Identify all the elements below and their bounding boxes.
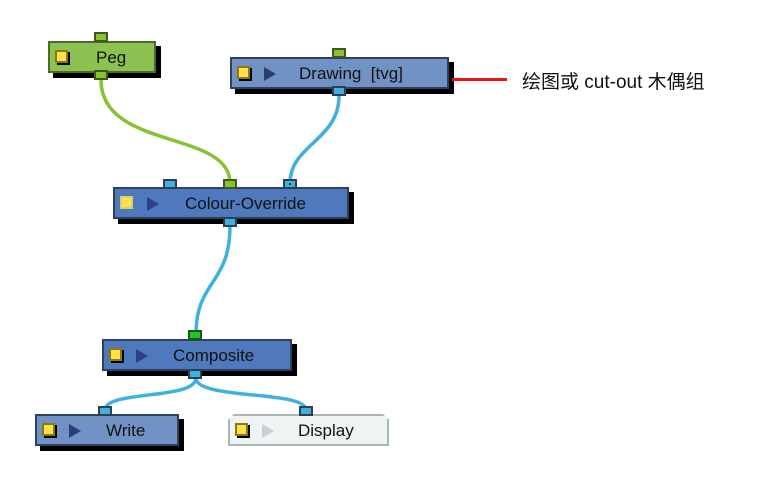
annotation-pointer-line — [452, 78, 507, 81]
peg-input-port[interactable] — [94, 32, 108, 42]
drawing-peg-input-port[interactable] — [332, 48, 346, 58]
wire-colour-override-to-composite[interactable] — [194, 225, 232, 335]
display-node[interactable]: Display — [228, 414, 389, 446]
peg-node[interactable]: Peg — [48, 41, 156, 73]
node-label: Peg — [96, 48, 127, 67]
play-arrow-icon[interactable] — [147, 197, 159, 211]
drawing-node[interactable]: Drawing [tvg] — [230, 57, 449, 89]
node-label: Colour-Override — [185, 194, 306, 213]
node-label: Write — [106, 421, 146, 440]
colour-override-input-port-1[interactable] — [163, 179, 177, 189]
wire-peg-to-colour-override[interactable] — [99, 79, 232, 184]
drawing-output-port[interactable] — [332, 86, 346, 96]
composite-node[interactable]: Composite — [102, 339, 292, 371]
node-label: Display — [298, 421, 354, 440]
enable-checkbox-icon[interactable] — [42, 423, 55, 436]
write-input-port[interactable] — [98, 406, 112, 416]
colour-override-input-port-2[interactable] — [283, 179, 297, 189]
colour-override-peg-input-port[interactable] — [223, 179, 237, 189]
colour-override-node[interactable]: Colour-Override — [113, 187, 349, 219]
wire-drawing-to-colour-override[interactable] — [288, 95, 341, 184]
peg-output-port[interactable] — [94, 70, 108, 80]
display-input-port[interactable] — [299, 406, 313, 416]
enable-checkbox-icon[interactable] — [109, 348, 122, 361]
play-arrow-icon[interactable] — [262, 424, 274, 438]
play-arrow-icon[interactable] — [136, 349, 148, 363]
wire-composite-to-write[interactable] — [103, 377, 198, 411]
write-node[interactable]: Write — [35, 414, 179, 446]
enable-checkbox-icon[interactable] — [235, 423, 248, 436]
composite-output-port[interactable] — [188, 369, 202, 379]
play-arrow-icon[interactable] — [264, 67, 276, 81]
wire-composite-to-display[interactable] — [194, 377, 308, 411]
node-label: Drawing [tvg] — [299, 64, 403, 83]
enable-checkbox-icon[interactable] — [237, 66, 250, 79]
play-arrow-icon[interactable] — [69, 424, 81, 438]
composite-input-port[interactable] — [188, 330, 202, 340]
node-label: Composite — [173, 346, 255, 365]
enable-checkbox-icon[interactable] — [55, 50, 68, 63]
annotation-text: 绘图或 cut-out 木偶组 — [522, 72, 705, 93]
colour-override-output-port[interactable] — [223, 217, 237, 227]
enable-checkbox-icon[interactable] — [120, 196, 133, 209]
